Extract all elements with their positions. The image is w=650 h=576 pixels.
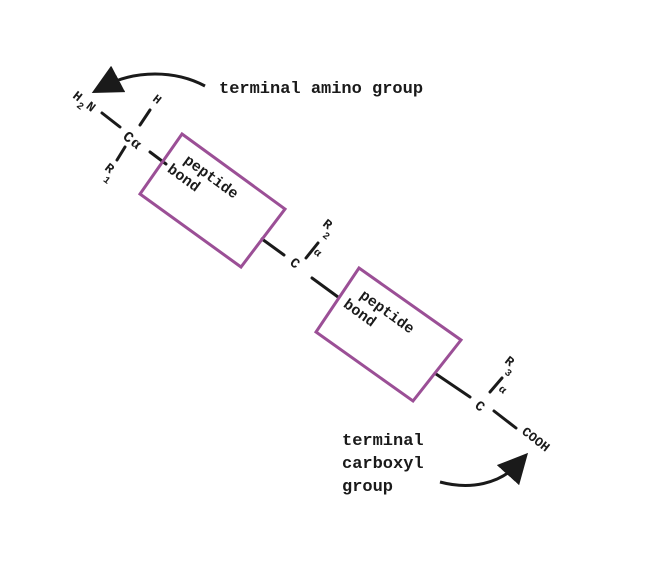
bond-calpha-h — [138, 108, 152, 127]
atom-r2-subscript: 2 — [320, 231, 332, 243]
terminal-carboxyl-label-line1: terminal — [342, 432, 424, 451]
atom-n: N — [83, 99, 98, 116]
terminal-amino-label: terminal amino group — [219, 80, 423, 99]
backbone-bonds — [100, 108, 518, 430]
atom-c2: C — [286, 255, 303, 273]
atom-r1-subscript: 1 — [100, 175, 112, 187]
bond-box1-c2 — [260, 237, 286, 257]
peptide-bond-box-2: peptide bond — [313, 265, 464, 404]
bond-c2-r2 — [304, 241, 320, 260]
atom-r3-subscript: 3 — [502, 368, 514, 380]
bond-box2-c3 — [434, 372, 472, 399]
carboxyl-arrow — [439, 452, 529, 487]
terminal-carboxyl-label-line3: group — [342, 478, 393, 497]
amino-group: H 2 N — [70, 88, 99, 116]
atom-c3: C — [471, 398, 488, 416]
peptide-bond-frame — [313, 265, 464, 404]
bond-c3-r3 — [488, 376, 504, 394]
amino-arrow — [91, 65, 206, 94]
peptide-bond-box-1: peptide bond — [137, 131, 288, 270]
peptide-bond-frame — [137, 131, 288, 270]
atom-h2-subscript: 2 — [74, 101, 86, 113]
terminal-carboxyl-label-line2: carboxyl — [342, 455, 424, 474]
side-chain-r3: R 3 — [502, 353, 518, 380]
side-chain-r2: R 2 — [320, 216, 336, 243]
atom-h-top: H — [150, 92, 164, 107]
atom-r1: R — [102, 160, 118, 177]
bond-n-calpha — [100, 111, 122, 129]
side-chain-r1: R 1 — [100, 160, 118, 187]
atom-cooh: COOH — [519, 424, 553, 455]
bond-c3-cooh — [492, 409, 518, 430]
bond-c2-box2 — [310, 276, 340, 299]
bond-calpha-r1 — [115, 145, 127, 162]
